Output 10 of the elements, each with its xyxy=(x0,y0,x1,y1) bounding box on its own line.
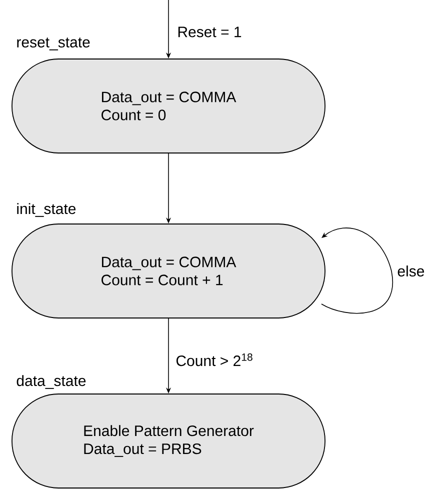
edge-label: Count > 2$^{18}$ xyxy=(174,352,254,368)
state-box: Data_out = COMMA Count = 0 xyxy=(12,58,326,154)
edge-label: Reset = 1 xyxy=(176,26,243,38)
state-name: reset_state xyxy=(17,38,90,50)
state-name: init_state xyxy=(17,203,76,217)
edge-label: else xyxy=(396,264,426,278)
state-box: Data_out = COMMA Count = Count + 1 xyxy=(12,224,326,318)
state-box: Enable Pattern Generator Data_out = PRBS xyxy=(12,394,326,488)
state-name: data_state xyxy=(16,375,86,389)
arrow xyxy=(321,228,394,314)
